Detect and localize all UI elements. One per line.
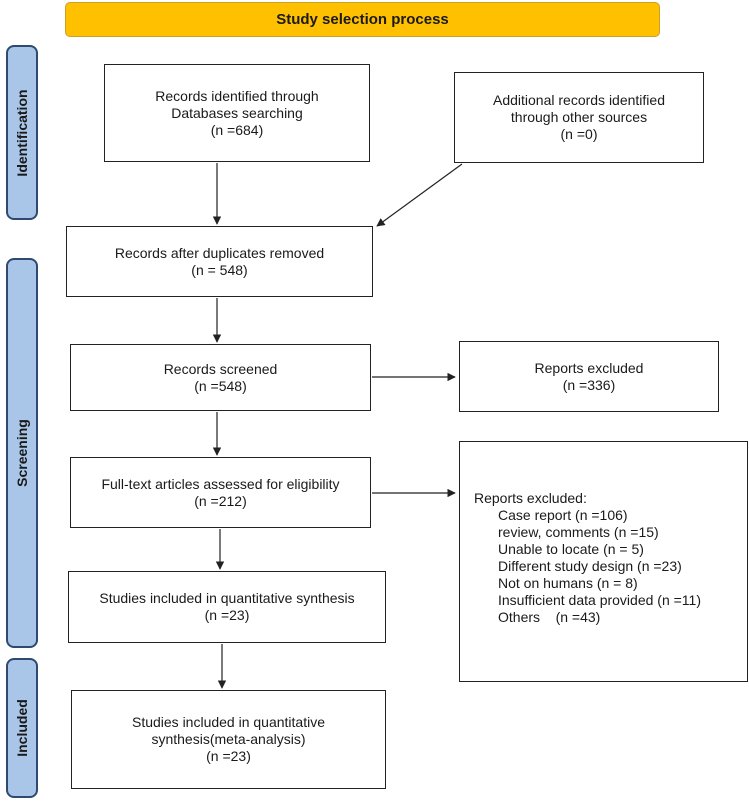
box-additional-records: Additional records identified through ot… — [454, 72, 704, 163]
arrow-additional-to-duplicates — [376, 163, 463, 227]
box-line: Studies included in quantitative synthes… — [99, 590, 355, 606]
box-records-screened: Records screened (n =548) — [70, 344, 371, 411]
box-line: through other sources — [510, 109, 648, 125]
box-line: Studies included in quantitative — [131, 714, 326, 730]
exclusions-heading: Reports excluded: — [474, 490, 587, 506]
box-line: (n =336) — [562, 376, 616, 393]
exclusion-item: Not on humans (n = 8) — [498, 575, 638, 591]
box-reports-excluded-reasons: Reports excluded: Case report (n =106) r… — [459, 441, 748, 682]
exclusion-item: Others (n =43) — [498, 609, 601, 625]
box-line: Records after duplicates removed — [114, 244, 325, 261]
box-records-identified: Records identified through Databases sea… — [104, 64, 370, 162]
box-line: (n =684) — [210, 121, 264, 138]
box-line: Additional records identified — [493, 92, 665, 108]
phase-included: Included — [6, 658, 38, 798]
box-line: Databases searching — [171, 104, 303, 121]
box-line: Records identified through — [155, 87, 319, 104]
exclusion-item: Unable to locate (n = 5) — [498, 541, 644, 557]
exclusion-item: Insufficient data provided (n =11) — [498, 592, 701, 608]
box-line: (n =0) — [560, 126, 598, 142]
exclusion-item: Different study design (n =23) — [498, 558, 682, 574]
phase-screening: Screening — [6, 258, 38, 648]
diagram-title: Study selection process — [65, 2, 660, 37]
exclusion-item: Case report (n =106) — [498, 507, 628, 523]
exclusion-item: review, comments (n =15) — [498, 524, 659, 540]
exclusions-list: Case report (n =106) review, comments (n… — [498, 507, 701, 626]
box-after-duplicates: Records after duplicates removed (n = 54… — [66, 226, 373, 297]
box-line: (n =23) — [204, 607, 250, 623]
box-line: Full-text articles assessed for eligibil… — [101, 475, 340, 492]
box-line: (n = 548) — [191, 261, 248, 278]
box-line: Reports excluded — [534, 359, 644, 376]
box-line: Records screened — [163, 360, 278, 377]
box-reports-excluded-336: Reports excluded (n =336) — [459, 341, 719, 412]
phase-identification: Identification — [6, 45, 38, 220]
box-line: synthesis(meta-analysis) — [151, 731, 306, 747]
box-quantitative-synthesis: Studies included in quantitative synthes… — [68, 571, 386, 643]
box-meta-analysis: Studies included in quantitative synthes… — [71, 690, 386, 789]
box-line: (n =23) — [206, 748, 251, 764]
box-full-text-assessed: Full-text articles assessed for eligibil… — [70, 457, 371, 528]
box-line: (n =212) — [194, 492, 247, 509]
box-line: (n =548) — [194, 377, 247, 394]
